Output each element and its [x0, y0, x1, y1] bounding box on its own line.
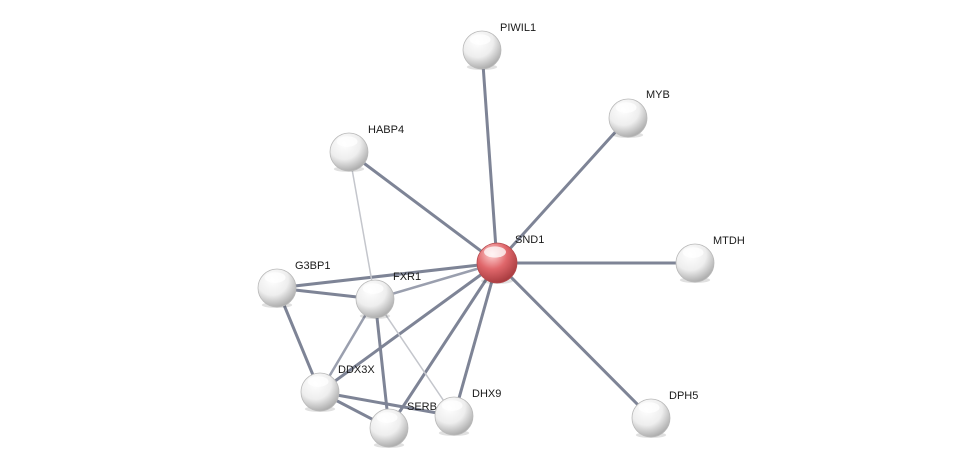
node-snd1[interactable]: SND1: [476, 234, 544, 284]
node-serbp1[interactable]: SERB: [369, 401, 437, 448]
node-highlight: [441, 400, 463, 411]
node-label-serbp1: SERB: [407, 401, 437, 413]
node-highlight: [615, 102, 637, 113]
node-ddx3x[interactable]: DDX3X: [300, 364, 375, 412]
edge-snd1-dph5[interactable]: [495, 261, 653, 420]
edge-snd1-ddx3x[interactable]: [318, 261, 499, 394]
node-mtdh[interactable]: MTDH: [675, 235, 745, 283]
node-highlight: [638, 402, 660, 413]
node-highlight: [376, 412, 398, 423]
node-dph5[interactable]: DPH5: [631, 390, 698, 438]
node-label-ddx3x: DDX3X: [338, 364, 375, 376]
edge-snd1-g3bp1[interactable]: [275, 261, 499, 290]
node-label-mtdh: MTDH: [713, 235, 745, 247]
node-label-snd1: SND1: [515, 234, 544, 246]
edge-snd1-piwil1[interactable]: [480, 48, 499, 265]
node-highlight: [362, 283, 384, 294]
node-label-dph5: DPH5: [669, 390, 698, 402]
node-label-myb: MYB: [646, 89, 670, 101]
node-highlight: [264, 272, 286, 283]
node-highlight: [336, 136, 358, 147]
node-highlight: [307, 376, 329, 387]
edge-snd1-myb[interactable]: [495, 116, 630, 265]
node-habp4[interactable]: HABP4: [329, 124, 404, 172]
node-label-fxr1: FXR1: [393, 271, 421, 283]
edge-fxr1-serbp1[interactable]: [373, 297, 391, 430]
node-highlight: [682, 247, 704, 258]
node-piwil1[interactable]: PIWIL1: [462, 22, 536, 70]
edge-snd1-fxr1[interactable]: [373, 261, 499, 301]
node-label-g3bp1: G3BP1: [295, 260, 330, 272]
node-g3bp1[interactable]: G3BP1: [257, 260, 330, 308]
node-fxr1[interactable]: FXR1: [355, 271, 421, 319]
node-dhx9[interactable]: DHX9: [434, 388, 501, 436]
node-label-habp4: HABP4: [368, 124, 404, 136]
node-highlight: [484, 246, 506, 258]
edge-snd1-dhx9[interactable]: [452, 261, 499, 418]
node-myb[interactable]: MYB: [608, 89, 670, 138]
node-label-dhx9: DHX9: [472, 388, 501, 400]
node-label-piwil1: PIWIL1: [500, 22, 536, 34]
edge-ddx3x-dhx9[interactable]: [318, 390, 456, 418]
node-highlight: [469, 34, 491, 45]
edge-habp4-fxr1[interactable]: [348, 151, 376, 300]
edge-fxr1-dhx9[interactable]: [374, 298, 455, 417]
edge-snd1-serbp1[interactable]: [387, 261, 499, 430]
edge-snd1-habp4[interactable]: [347, 150, 499, 265]
